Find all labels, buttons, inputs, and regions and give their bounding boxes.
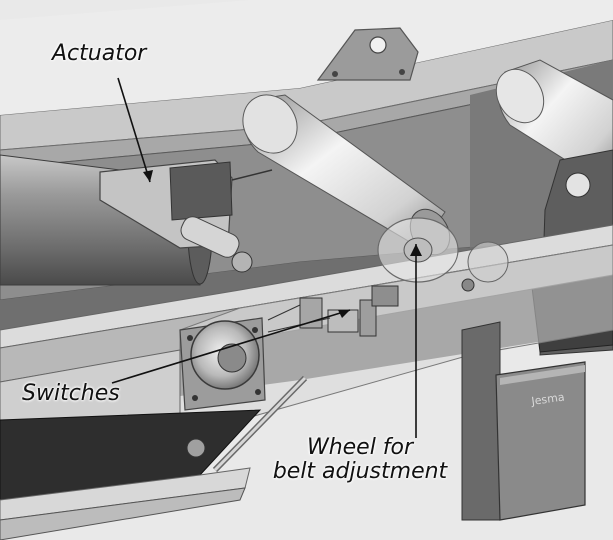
actuator-label: Actuator <box>52 41 147 66</box>
brand-mark: Jesma <box>530 390 566 408</box>
actuator-arrowhead <box>143 170 153 182</box>
switches-label: Switches <box>22 381 120 406</box>
callout-arrows <box>111 77 422 438</box>
limit-switches <box>267 285 399 337</box>
actuator-leader-line <box>117 77 151 183</box>
switches-leader-line-1 <box>111 309 351 384</box>
switches-arrowhead-1 <box>338 310 350 318</box>
wheel-label: Wheel for belt adjustment <box>254 436 466 484</box>
front-leg-panel <box>461 321 586 521</box>
wheel-arrowhead <box>410 244 422 256</box>
motor-bearing <box>179 317 266 411</box>
wheel-label-line-1: Wheel for <box>306 435 414 460</box>
actuator-assembly <box>99 159 273 273</box>
mounting-bracket <box>316 27 419 81</box>
wheel-label-line-2: belt adjustment <box>272 459 448 484</box>
